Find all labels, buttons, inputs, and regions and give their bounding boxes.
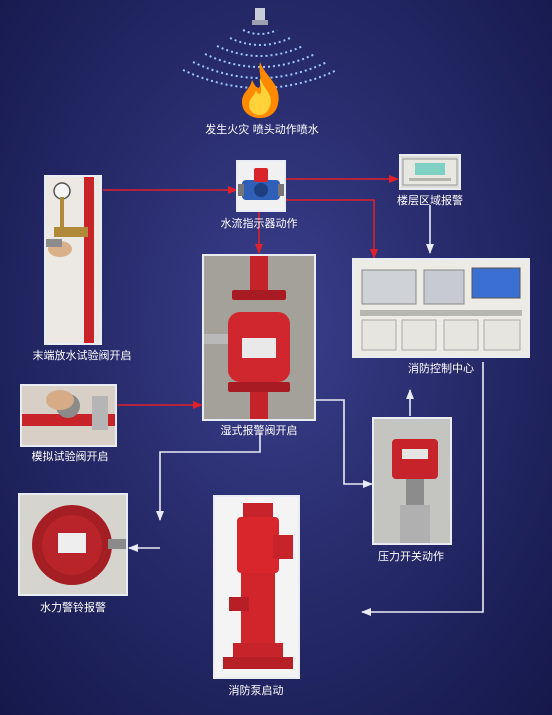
flow-indicator-icon [238, 168, 284, 200]
control-console-icon [354, 260, 528, 356]
control-center-label: 消防控制中心 [408, 362, 474, 375]
wet-alarm-valve-label: 湿式报警阀开启 [220, 424, 298, 437]
alarm-panel-icon [402, 158, 458, 186]
water-bell-icon [20, 495, 126, 594]
arrow-flow-indicator-to-control-center [286, 199, 378, 259]
end-test-valve-photo [44, 175, 102, 345]
wet-alarm-valve-icon [204, 256, 314, 419]
floor-alarm-photo [399, 154, 461, 190]
wet-alarm-valve-photo [202, 254, 316, 421]
arrow-wet-valve-to-pressure-switch [316, 399, 373, 488]
sim-test-valve-label: 模拟试验阀开启 [31, 450, 109, 463]
water-bell-label: 水力警铃报警 [40, 601, 106, 614]
flow-indicator-photo [236, 160, 286, 212]
end-test-valve-label: 末端放水试验阀开启 [32, 349, 132, 362]
arrow-wet-valve-to-water-bell [156, 433, 261, 521]
fire-pump-icon [215, 497, 298, 677]
pressure-switch-label: 压力开关动作 [378, 550, 444, 563]
fire-icon [242, 62, 279, 118]
pressure-switch-icon [374, 419, 450, 543]
control-center-photo [352, 258, 530, 358]
floor-alarm-label: 楼层区域报警 [397, 194, 463, 207]
end-test-valve-icon [46, 177, 94, 343]
fire-label: 发生火灾 喷头动作喷水 [205, 123, 319, 136]
arrow-control-center-to-pump [361, 362, 484, 616]
sim-test-valve-photo [20, 384, 117, 447]
pump-label: 消防泵启动 [228, 684, 284, 697]
pump-photo [213, 495, 300, 679]
sim-test-valve-icon [22, 390, 115, 430]
water-bell-photo [18, 493, 128, 596]
pressure-switch-photo [372, 417, 452, 545]
fire-node [175, 8, 345, 120]
flow-indicator-label: 水流指示器动作 [220, 217, 298, 230]
